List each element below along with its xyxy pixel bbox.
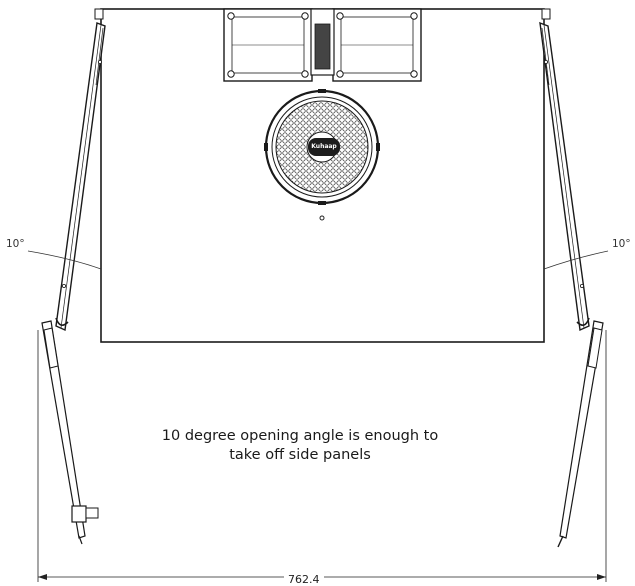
right-side-door <box>539 21 604 548</box>
annotation-line-2: take off side panels <box>229 447 371 463</box>
annotation-line-1: 10 degree opening angle is enough to <box>161 428 439 444</box>
left-side-door <box>41 22 106 545</box>
right-angle-label: 10° <box>612 238 631 250</box>
left-angle-label: 10° <box>6 238 25 250</box>
opening-angle-annotation: 10 degree opening angle is enough to tak… <box>140 427 460 465</box>
angle-indicators <box>27 250 609 270</box>
fan-brand-badge: Kuhaap <box>308 138 340 156</box>
top-mounting-bracket <box>223 8 422 82</box>
width-dimension-value: 762.4 <box>284 573 324 586</box>
